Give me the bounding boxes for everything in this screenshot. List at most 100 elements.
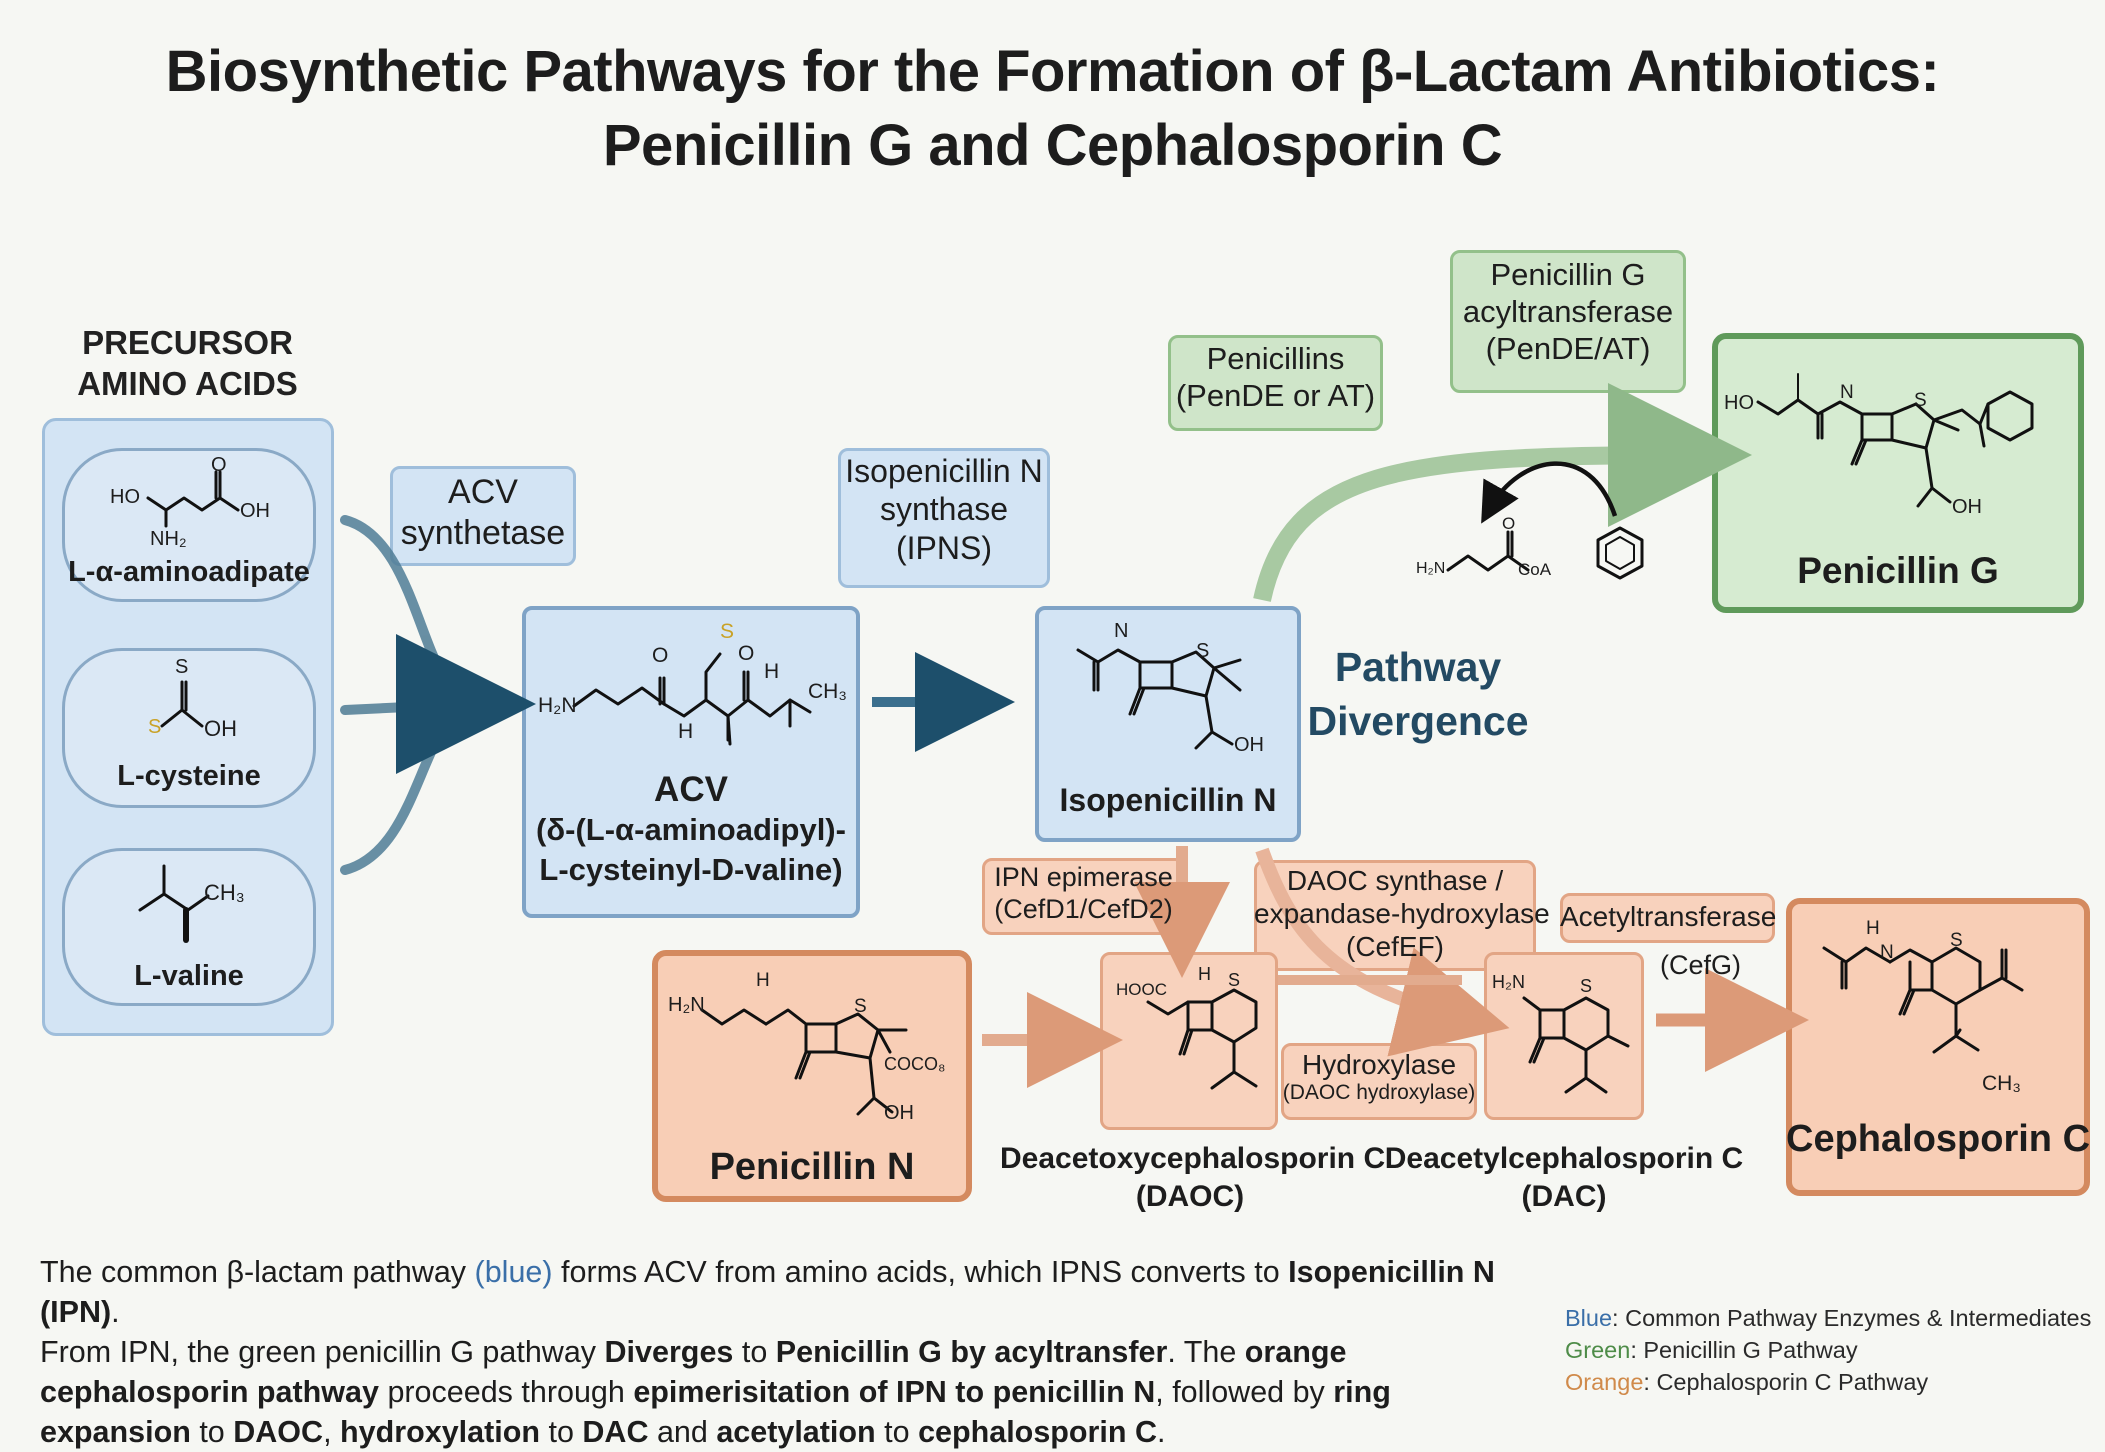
ipn-s: S bbox=[1196, 640, 1210, 662]
penicillins-box bbox=[1168, 335, 1383, 431]
ipns-line1: Isopenicillin N bbox=[845, 453, 1043, 489]
caption-bold: Diverges bbox=[604, 1335, 734, 1369]
acv-synthetase-box bbox=[390, 466, 576, 566]
acv-o2: O bbox=[738, 642, 755, 665]
caption-text: , bbox=[323, 1415, 341, 1449]
peng-oh: OH bbox=[1952, 496, 1982, 518]
legend-blue-text: : Common Pathway Enzymes & Intermediates bbox=[1612, 1305, 2092, 1331]
legend-green-key: Green bbox=[1565, 1337, 1631, 1363]
cephc-ch3: CH₃ bbox=[1982, 1072, 2021, 1095]
isopenicillin-n-box bbox=[1035, 606, 1301, 842]
cephalosporin-c-box bbox=[1786, 898, 2090, 1196]
penn-h: H bbox=[756, 970, 770, 991]
acv-name-line1: ACV bbox=[654, 770, 728, 809]
penicillin-n-structure bbox=[700, 1008, 908, 1116]
acv-h2n: H₂N bbox=[538, 694, 577, 717]
precursor-heading-line2: AMINO ACIDS bbox=[77, 365, 298, 402]
hydroxylase-line1: Hydroxylase bbox=[1301, 1049, 1457, 1080]
penicillin-n-name: Penicillin N bbox=[709, 1146, 915, 1188]
acv-synthetase-label: ACV synthetase bbox=[390, 472, 576, 554]
caption-text: . bbox=[1157, 1415, 1166, 1449]
benzene-reagent-structure bbox=[1596, 526, 1644, 580]
cysteine-s-top: S bbox=[175, 656, 189, 678]
reagent-h2n: H₂N bbox=[1416, 560, 1446, 577]
acv-h: H bbox=[678, 720, 694, 743]
valine-name: L-valine bbox=[134, 960, 244, 992]
divergence-line1: Pathway bbox=[1334, 644, 1502, 690]
caption-bold: Penicillin G by acyltransfer bbox=[775, 1335, 1168, 1369]
daoc-name-line1: Deacetoxycephalosporin C bbox=[1000, 1142, 1386, 1175]
peng-n: N bbox=[1840, 382, 1854, 403]
acv-box bbox=[522, 606, 860, 918]
legend-orange-text: : Cephalosporin C Pathway bbox=[1643, 1369, 1929, 1395]
ipn-epimerase-line2: (CefD1/CefD2) bbox=[994, 893, 1173, 924]
caption-text: to bbox=[875, 1415, 919, 1449]
reagent-o: O bbox=[1502, 514, 1516, 533]
ipn-epimerase-line1: IPN epimerase bbox=[994, 862, 1173, 892]
daoc-hooc: HOOC bbox=[1116, 980, 1167, 999]
daoc-structure bbox=[1146, 988, 1258, 1090]
cephalosporin-c-name: Cephalosporin C bbox=[1786, 1118, 2091, 1160]
pathway-divergence-label: Pathway Divergence bbox=[1298, 640, 1538, 748]
cysteine-s-left: S bbox=[148, 716, 162, 738]
caption-bold: epimerisitation of IPN to penicillin N bbox=[633, 1375, 1156, 1409]
caption-text: forms ACV from amino acids, which IPNS c… bbox=[552, 1255, 1289, 1289]
legend-green-text: : Penicillin G Pathway bbox=[1630, 1337, 1858, 1363]
caption-bold: Isopenicillin N (IPN) bbox=[40, 1255, 1495, 1329]
acv-structure bbox=[572, 652, 812, 746]
page-subtitle: Penicillin G and Cephalosporin C bbox=[602, 113, 1503, 178]
daoc-name: Deacetoxycephalosporin C (DAOC) bbox=[1000, 1140, 1386, 1216]
dac-name-line1: Deacetylcephalosporin C bbox=[1384, 1142, 1744, 1175]
peng-ho: HO bbox=[1724, 392, 1754, 414]
penicillin-g-acyltransferase-box bbox=[1450, 250, 1686, 393]
caption-text: to bbox=[190, 1415, 234, 1449]
penicillins-label: Penicillins (PenDE or AT) bbox=[1168, 340, 1383, 414]
caption-text: , followed by bbox=[1155, 1375, 1334, 1409]
aminoadipate-oh: OH bbox=[240, 500, 270, 522]
daoc-synthase-line1: DAOC synthase / bbox=[1286, 865, 1504, 896]
page-title: Biosynthetic Pathways for the Formation … bbox=[165, 39, 1940, 104]
acv-ch3: CH₃ bbox=[808, 680, 847, 703]
isopenicillin-n-name: Isopenicillin N bbox=[1059, 782, 1277, 818]
ipns-line2: synthase bbox=[879, 491, 1009, 528]
daoc-h: H bbox=[1198, 964, 1211, 984]
precursor-heading-line1: PRECURSOR bbox=[82, 324, 293, 361]
precursor-pill-aminoadipate bbox=[62, 448, 316, 602]
acv-synthetase-line2: synthetase bbox=[400, 513, 566, 552]
penn-h2n: H₂N bbox=[668, 994, 705, 1016]
penicillins-line1: Penicillins bbox=[1206, 341, 1345, 376]
caption-bold: cephalosporin C bbox=[918, 1415, 1158, 1449]
penn-coco: COCO₈ bbox=[884, 1054, 946, 1074]
arrow-to-penicillin-g bbox=[1253, 383, 1752, 602]
acv-name: ACV (δ-(L-α-aminoadipyl)- L-cysteinyl-D-… bbox=[522, 770, 860, 890]
cephc-s: S bbox=[1950, 930, 1963, 951]
caption-bold: DAOC bbox=[233, 1415, 324, 1449]
ipn-epimerase-label: IPN epimerase (CefD1/CefD2) bbox=[982, 862, 1185, 926]
legend-blue: Blue: Common Pathway Enzymes & Intermedi… bbox=[1565, 1302, 2091, 1334]
dac-name-line2: (DAC) bbox=[1521, 1180, 1607, 1213]
acetyltransferase-code: (CefG) bbox=[1660, 950, 1741, 980]
valine-ch3: CH₃ bbox=[204, 880, 245, 905]
aminoacyl-coa-structure bbox=[1446, 530, 1530, 572]
penicillin-g-name: Penicillin G bbox=[1797, 550, 1999, 591]
acv-synthetase-line1: ACV bbox=[448, 473, 518, 511]
daoc-name-line2: (DAOC) bbox=[1135, 1180, 1245, 1213]
cephalosporin-c-structure bbox=[1822, 946, 2024, 1054]
legend: Blue: Common Pathway Enzymes & Intermedi… bbox=[1565, 1302, 2091, 1398]
acv-s: S bbox=[720, 620, 735, 643]
hydroxylase-label: Hydroxylase (DAOC hydroxylase) bbox=[1281, 1048, 1477, 1106]
dac-name: Deacetylcephalosporin C (DAC) bbox=[1384, 1140, 1744, 1216]
penicillin-g-structure bbox=[1756, 373, 2034, 508]
daoc-synthase-line3: (CefEF) bbox=[1346, 931, 1444, 963]
reagent-coa: CoA bbox=[1518, 560, 1552, 579]
caption: The common β-lactam pathway (blue) forms… bbox=[40, 1252, 1540, 1452]
acv-o1: O bbox=[652, 644, 669, 667]
ipn-n1: N bbox=[1114, 620, 1129, 642]
caption-text: proceeds through bbox=[378, 1375, 634, 1409]
peng-s: S bbox=[1914, 390, 1927, 411]
cysteine-name: L-cysteine bbox=[117, 760, 261, 792]
caption-text: to bbox=[733, 1335, 776, 1369]
aminoadipate-nh2: NH₂ bbox=[150, 528, 187, 550]
reagent-arrow bbox=[1481, 461, 1618, 524]
